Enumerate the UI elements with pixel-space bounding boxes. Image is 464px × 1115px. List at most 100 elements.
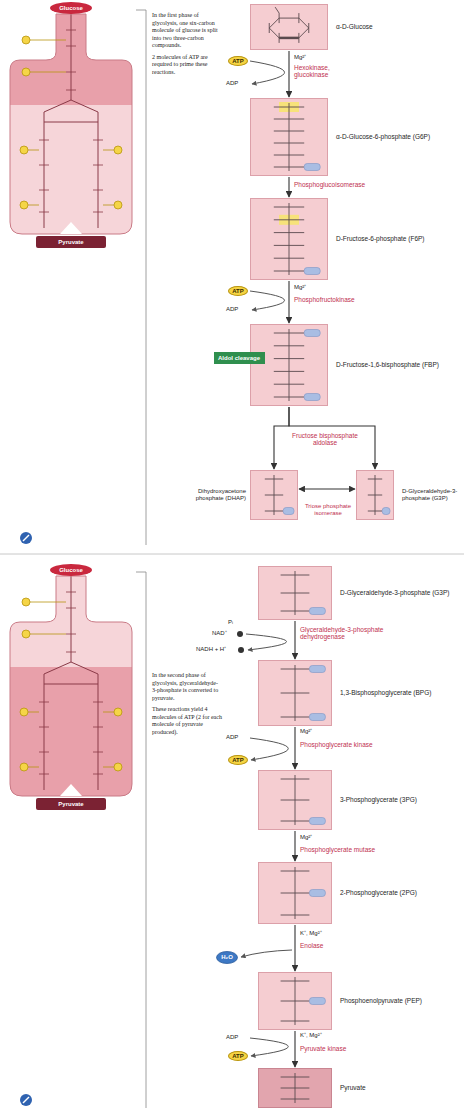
bond <box>274 271 304 272</box>
enzyme-name: Phosphoglucoisomerase <box>294 181 394 188</box>
pathway-overview <box>10 576 132 796</box>
web-icon-disc <box>20 1094 32 1106</box>
bond <box>274 232 304 233</box>
enzyme-name: Triose phosphate isomerase <box>301 503 355 517</box>
web-icon-mark <box>23 1097 29 1103</box>
structure-drawing <box>259 567 331 619</box>
phosphate-pill <box>283 508 294 515</box>
overview-body <box>10 14 132 234</box>
atp-dots <box>20 598 122 771</box>
molecule-name: 3-Phosphoglycerate (3PG) <box>340 796 456 804</box>
chain-bonds <box>281 1073 310 1103</box>
panel-divider <box>0 554 464 555</box>
node-label: Glucose <box>59 5 83 12</box>
overview-outline <box>10 14 132 234</box>
bond <box>281 1099 310 1100</box>
atp-leaders <box>28 40 114 205</box>
chain-bonds <box>274 329 304 401</box>
end-bar: Pyruvate <box>36 236 106 248</box>
molecule-box: Dihydroxyacetone phosphate (DHAP) <box>250 470 298 520</box>
node-label: Pyruvate <box>58 239 83 246</box>
reactant-label: NAD⁺ <box>212 630 236 637</box>
atp-oval: ATP <box>228 1051 248 1061</box>
bond <box>269 23 270 33</box>
reaction-arrow <box>294 925 295 971</box>
bond <box>265 479 283 480</box>
bond <box>368 479 382 480</box>
web-icon <box>20 1094 32 1106</box>
bond <box>281 717 310 718</box>
bond <box>281 821 310 822</box>
product-label: NADH + H⁺ <box>196 646 236 653</box>
molecule-box: D-Fructose-1,6-bisphosphate (FBP) <box>250 324 328 406</box>
bond <box>281 611 310 612</box>
molecule-name: α-D-Glucose-6-phosphate (G6P) <box>336 133 452 141</box>
overview-ticks <box>39 30 103 212</box>
phosphate-pill <box>304 268 320 275</box>
backbone <box>289 103 290 171</box>
overview-notch <box>60 222 82 234</box>
node-label: ATP <box>232 1053 244 1060</box>
reaction-arrow <box>288 281 289 323</box>
atp-dot <box>114 763 122 771</box>
phosphate-pill <box>309 998 325 1005</box>
phase-note: In the first phase of glycolysis, one si… <box>152 12 224 50</box>
bond <box>274 143 304 144</box>
node-label: Aldol cleavage <box>218 355 260 362</box>
structure-drawing <box>251 99 327 175</box>
bond <box>281 915 310 916</box>
atp-dot <box>20 763 28 771</box>
phase-note: In the second phase of glycolysis, glyce… <box>152 672 222 702</box>
bond <box>281 893 310 894</box>
cofactor-curve <box>250 61 285 84</box>
phosphate-pill <box>309 608 325 615</box>
chain-bonds <box>281 977 310 1025</box>
phosphate-pill <box>309 818 325 825</box>
structure-drawing <box>259 771 331 829</box>
molecule-box: Pyruvate <box>258 1068 332 1108</box>
reactant-label: ADP <box>226 1034 248 1041</box>
atp-dot <box>22 68 30 76</box>
molecule-name: Phosphoenolpyruvate (PEP) <box>340 997 456 1005</box>
molecule-box: α-D-Glucose <box>250 4 328 50</box>
enzyme-name: Glyceraldehyde-3-phosphate dehydrogenase <box>300 626 396 641</box>
atp-dot <box>114 201 122 209</box>
cofactor-label: K⁺, Mg²⁺ <box>300 930 360 937</box>
bond <box>281 800 310 801</box>
reaction-arrow <box>299 488 355 489</box>
molecule-name: 1,3-Bisphosphoglycerate (BPG) <box>340 689 456 697</box>
bond <box>274 258 304 259</box>
phosphate-pill <box>309 890 325 897</box>
molecule-box: Phosphoenolpyruvate (PEP) <box>258 972 332 1030</box>
structure-drawing <box>259 973 331 1029</box>
atp-dot <box>20 708 28 716</box>
overview-highlight <box>10 667 132 796</box>
molecule-box: 3-Phosphoglycerate (3PG) <box>258 770 332 830</box>
bond <box>265 511 283 512</box>
bond <box>281 1088 310 1089</box>
structure-drawing <box>259 661 331 725</box>
bond <box>281 593 310 594</box>
chain-bonds <box>274 203 304 275</box>
overview-body <box>10 576 132 796</box>
bond <box>281 871 310 872</box>
atp-dot <box>20 146 28 154</box>
bond <box>281 981 310 982</box>
molecule-name: Dihydroxyacetone phosphate (DHAP) <box>188 488 246 502</box>
water-drop: H₂O <box>216 951 238 964</box>
structure-drawing <box>357 471 393 519</box>
product-label: ADP <box>226 306 248 313</box>
product-label: ADP <box>226 80 248 87</box>
reaction-arrow <box>288 177 289 197</box>
phosphate-pill <box>304 330 320 337</box>
cofactor-label: Mg²⁺ <box>294 54 334 61</box>
bond <box>368 511 382 512</box>
reaction-arrow <box>294 621 295 659</box>
bond <box>281 779 310 780</box>
cofactor-curve <box>250 291 285 310</box>
bond <box>274 167 304 168</box>
enzyme-name: Hexokinase, glucokinase <box>294 64 354 79</box>
